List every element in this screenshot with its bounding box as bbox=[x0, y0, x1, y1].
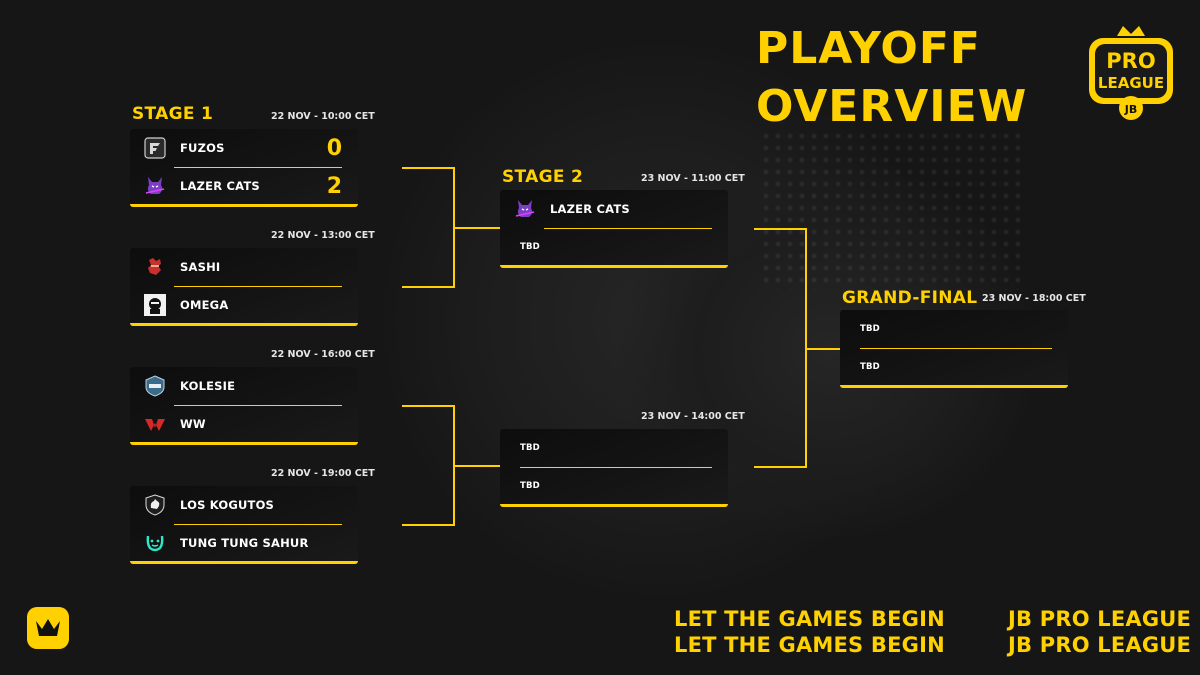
match-card-stage2-2[interactable]: TBD TBD bbox=[500, 429, 728, 507]
match-card-stage2-1[interactable]: LAZER CATS TBD bbox=[500, 190, 728, 268]
title-line-1: PLAYOFF bbox=[756, 23, 981, 74]
team-name: TUNG TUNG SAHUR bbox=[180, 536, 309, 550]
team-row[interactable]: LAZER CATS 2 bbox=[130, 167, 358, 205]
ww-logo-icon bbox=[144, 413, 166, 435]
match-time: 22 NOV - 19:00 CET bbox=[271, 468, 375, 479]
match-time: 23 NOV - 14:00 CET bbox=[641, 411, 745, 422]
match-time: 22 NOV - 13:00 CET bbox=[271, 230, 375, 241]
grand-final-label: GRAND-FINAL bbox=[842, 288, 978, 308]
team-name: OMEGA bbox=[180, 298, 229, 312]
team-name: LAZER CATS bbox=[550, 202, 630, 216]
sashi-logo-icon bbox=[144, 256, 166, 278]
tagline: LET THE GAMES BEGIN LET THE GAMES BEGIN bbox=[674, 606, 945, 658]
team-row[interactable]: TBD bbox=[500, 467, 728, 505]
svg-text:JB: JB bbox=[1124, 103, 1137, 116]
team-name-tbd: TBD bbox=[860, 324, 880, 334]
tung-tung-sahur-logo-icon bbox=[144, 532, 166, 554]
team-name-tbd: TBD bbox=[860, 362, 880, 372]
team-row[interactable]: FUZOS 0 bbox=[130, 129, 358, 167]
rooster-logo-icon bbox=[144, 494, 166, 516]
divider bbox=[520, 467, 712, 468]
team-row[interactable]: TBD bbox=[840, 348, 1068, 386]
match-card-stage1-1[interactable]: FUZOS 0 LAZER CATS 2 bbox=[130, 129, 358, 207]
team-row[interactable]: TBD bbox=[840, 310, 1068, 348]
team-row[interactable]: WW bbox=[130, 405, 358, 443]
divider bbox=[174, 524, 342, 525]
crown-icon bbox=[36, 619, 60, 636]
team-row[interactable]: OMEGA bbox=[130, 286, 358, 324]
divider bbox=[174, 167, 342, 168]
match-card-stage1-3[interactable]: KOLESIE WW bbox=[130, 367, 358, 445]
match-card-grand-final[interactable]: TBD TBD bbox=[840, 310, 1068, 388]
team-row[interactable]: KOLESIE bbox=[130, 367, 358, 405]
team-row[interactable]: TBD bbox=[500, 429, 728, 467]
team-name: SASHI bbox=[180, 260, 221, 274]
team-row[interactable]: SASHI bbox=[130, 248, 358, 286]
team-name: KOLESIE bbox=[180, 379, 236, 393]
team-row[interactable]: LAZER CATS bbox=[500, 190, 728, 228]
team-name: WW bbox=[180, 417, 206, 431]
stage-1-label: STAGE 1 bbox=[132, 104, 214, 124]
tagline-line-1: LET THE GAMES BEGIN bbox=[674, 607, 945, 631]
fuzos-logo-icon bbox=[144, 137, 166, 159]
match-card-stage1-2[interactable]: SASHI OMEGA bbox=[130, 248, 358, 326]
team-score: 2 bbox=[326, 173, 342, 199]
divider bbox=[860, 348, 1052, 349]
lazer-cats-logo-icon bbox=[144, 175, 166, 197]
team-name: LOS KOGUTOS bbox=[180, 498, 275, 512]
team-name-tbd: TBD bbox=[520, 481, 540, 491]
divider bbox=[174, 405, 342, 406]
brand-line-1: JB PRO LEAGUE bbox=[1008, 607, 1192, 631]
svg-text:PRO: PRO bbox=[1106, 49, 1155, 73]
team-row[interactable]: TBD bbox=[500, 228, 728, 266]
team-name-tbd: TBD bbox=[520, 443, 540, 453]
team-score: 0 bbox=[326, 135, 342, 161]
match-time: 23 NOV - 11:00 CET bbox=[641, 173, 745, 184]
team-name: LAZER CATS bbox=[180, 179, 260, 193]
background-dot-pattern bbox=[760, 130, 1020, 290]
team-name: FUZOS bbox=[180, 141, 225, 155]
kolesie-logo-icon bbox=[144, 375, 166, 397]
match-time: 23 NOV - 18:00 CET bbox=[982, 293, 1086, 304]
team-row[interactable]: TUNG TUNG SAHUR bbox=[130, 524, 358, 562]
brand-name: JB PRO LEAGUE JB PRO LEAGUE bbox=[1008, 606, 1191, 658]
crown-badge bbox=[27, 607, 69, 649]
team-row[interactable]: LOS KOGUTOS bbox=[130, 486, 358, 524]
match-time: 22 NOV - 10:00 CET bbox=[271, 111, 375, 122]
omega-logo-icon bbox=[144, 294, 166, 316]
title-line-2: OVERVIEW bbox=[756, 81, 1028, 132]
divider bbox=[174, 286, 342, 287]
tagline-line-2: LET THE GAMES BEGIN bbox=[674, 633, 945, 657]
brand-line-2: JB PRO LEAGUE bbox=[1008, 633, 1192, 657]
svg-text:LEAGUE: LEAGUE bbox=[1098, 74, 1164, 92]
lazer-cats-logo-icon bbox=[514, 198, 536, 220]
divider bbox=[544, 228, 712, 229]
match-time: 22 NOV - 16:00 CET bbox=[271, 349, 375, 360]
match-card-stage1-4[interactable]: LOS KOGUTOS TUNG TUNG SAHUR bbox=[130, 486, 358, 564]
team-name-tbd: TBD bbox=[520, 242, 540, 252]
stage-2-label: STAGE 2 bbox=[502, 167, 584, 187]
pro-league-logo: PRO LEAGUE JB bbox=[1085, 24, 1177, 122]
page-title: PLAYOFF OVERVIEW bbox=[756, 20, 1027, 136]
